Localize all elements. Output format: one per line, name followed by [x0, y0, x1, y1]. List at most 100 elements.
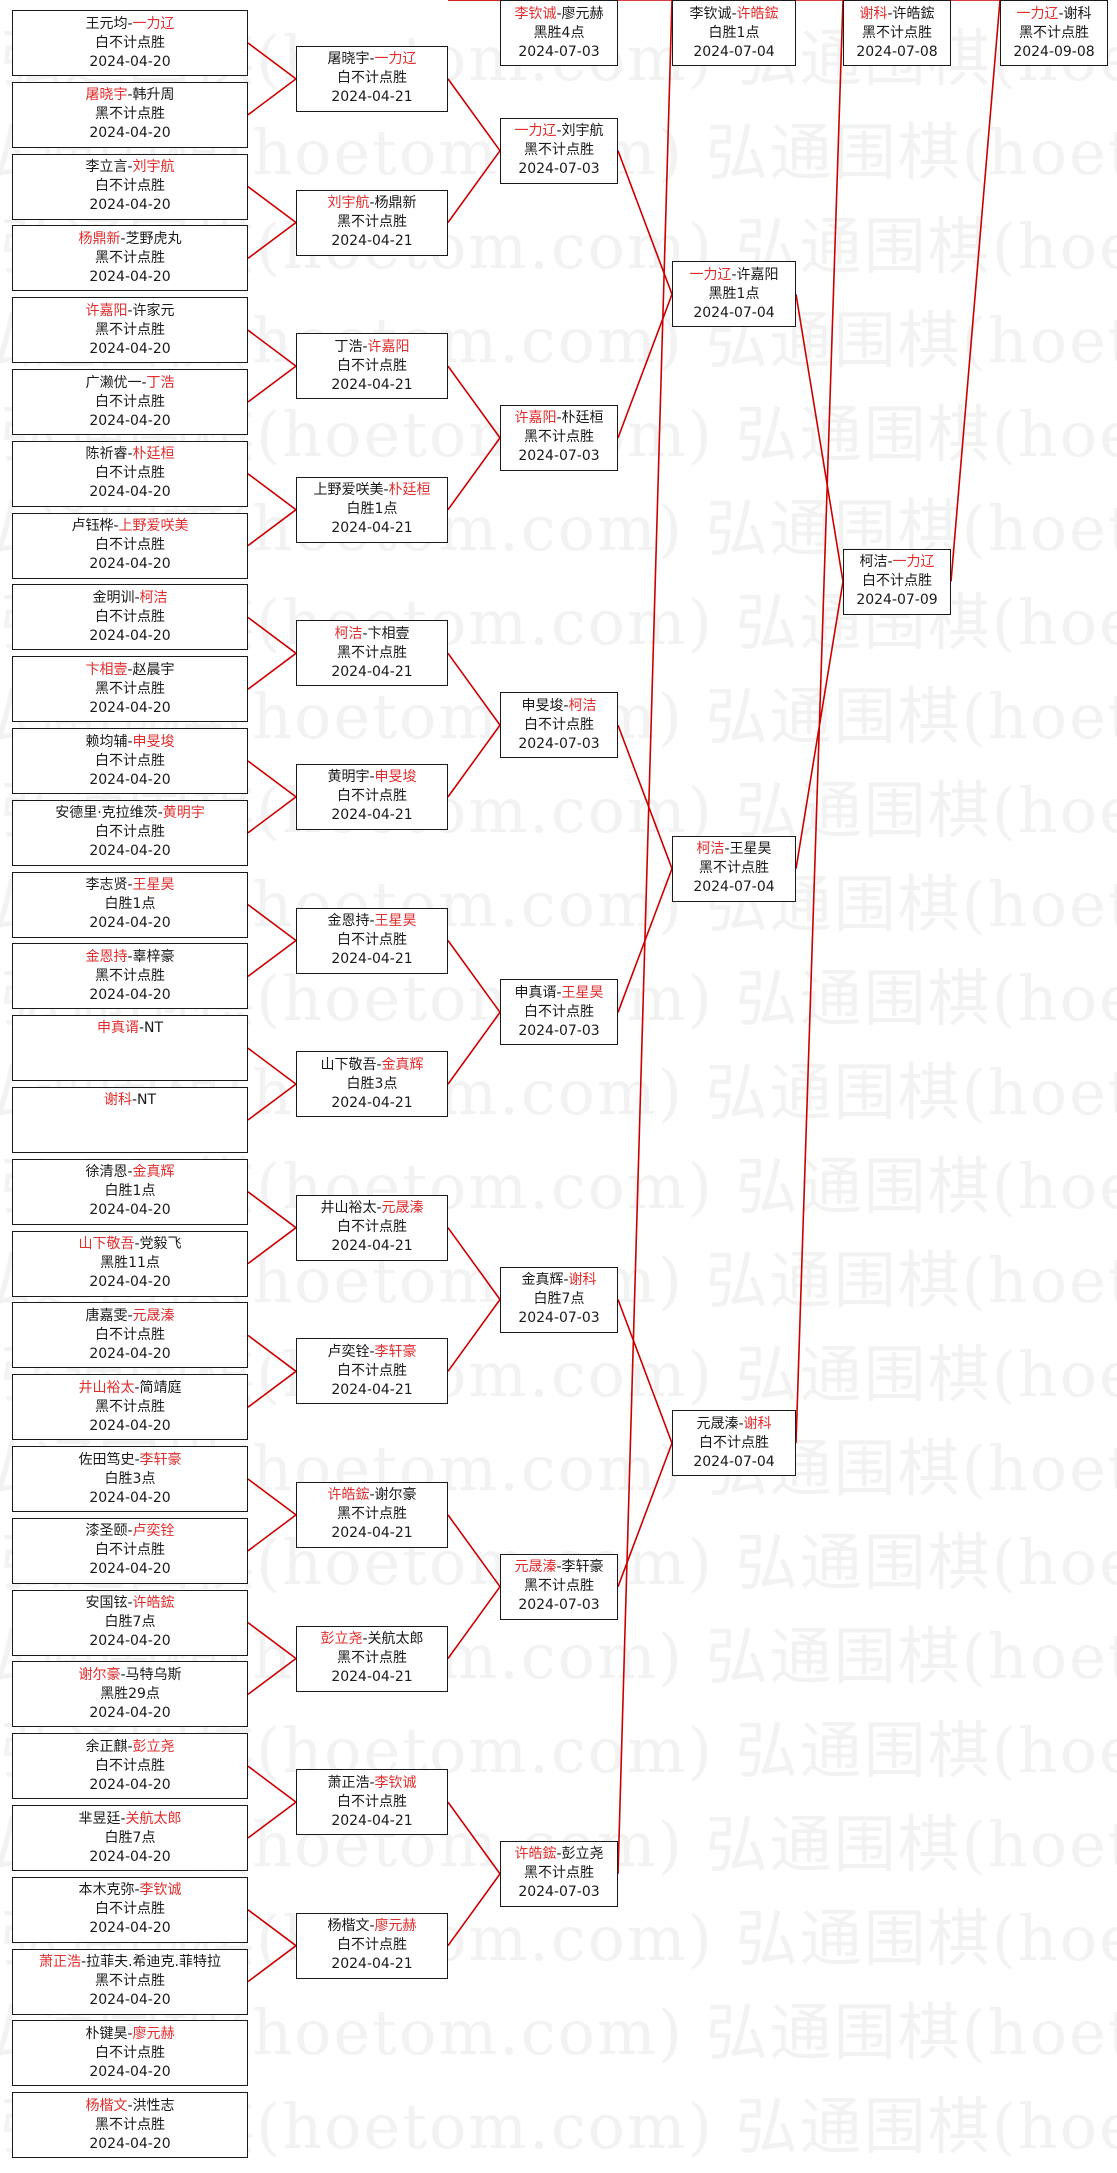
player-separator: -	[887, 5, 893, 22]
match-date: 2024-04-20	[89, 1848, 171, 1865]
match-result: 白不计点胜	[337, 1937, 407, 1954]
bracket-line	[447, 724, 501, 798]
match-date: 2024-07-03	[518, 735, 600, 752]
match-date: 2024-07-03	[518, 1884, 600, 1901]
match-players: 刘宇航-杨鼎新	[327, 194, 416, 213]
player-white: 李轩豪	[139, 1451, 182, 1468]
player-black: 金真辉	[521, 1272, 564, 1288]
match-result: 白胜1点	[346, 501, 398, 518]
player-separator: -	[127, 159, 133, 176]
player-black: 彭立尧	[320, 1631, 363, 1647]
player-white: 许皓鋐	[132, 1595, 175, 1612]
player-separator: -	[369, 1343, 375, 1360]
bracket-line	[247, 329, 297, 367]
player-black: 元晟溱	[696, 1415, 739, 1432]
player-separator: -	[127, 1164, 133, 1181]
match-date: 2024-07-04	[693, 1453, 775, 1470]
match-date: 2024-07-03	[518, 448, 600, 465]
player-separator: -	[127, 2097, 133, 2114]
match-box-round-1: 申真谞-NT	[12, 1015, 248, 1082]
player-black: 许嘉阳	[85, 302, 128, 319]
match-date: 2024-04-20	[89, 2135, 171, 2152]
match-result: 白不计点胜	[95, 34, 165, 51]
player-separator: -	[127, 877, 133, 894]
match-result: 白不计点胜	[95, 465, 165, 482]
match-players: 金恩持-辜梓豪	[85, 948, 174, 967]
player-separator: -	[376, 1056, 382, 1073]
bracket-line	[617, 724, 673, 869]
player-black: 申旻埈	[521, 697, 564, 714]
match-players: 李钦诚-廖元赫	[514, 5, 603, 24]
player-white: 刘宇航	[132, 159, 175, 176]
match-players: 许嘉阳-许家元	[85, 302, 174, 321]
player-black: 王元均	[85, 15, 128, 32]
bracket-line	[247, 1083, 297, 1121]
player-black: 上野爱咲美	[313, 482, 384, 499]
bracket-line	[447, 78, 501, 152]
match-players: 广濑优一-丁浩	[85, 374, 174, 393]
bracket-line	[447, 1586, 501, 1659]
player-black: 金恩持	[327, 913, 370, 929]
player-black: 柯洁	[696, 841, 725, 858]
player-black: 许皓鋐	[327, 1487, 370, 1504]
match-date: 2024-04-20	[89, 1561, 171, 1578]
player-black: 佐田笃史	[78, 1451, 135, 1468]
player-white: 李轩豪	[561, 1559, 604, 1576]
match-players: 赖均辅-申旻埈	[85, 733, 174, 752]
player-black: 金恩持	[85, 948, 128, 965]
player-white: 金真辉	[381, 1056, 424, 1073]
player-black: 刘宇航	[327, 195, 370, 211]
player-separator: -	[556, 410, 562, 427]
match-result: 黑不计点胜	[524, 142, 594, 159]
bracket-line	[247, 473, 297, 511]
match-players: 屠晓宇-韩升周	[85, 86, 174, 105]
player-white: 王星昊	[132, 877, 175, 894]
player-white: 简靖庭	[139, 1379, 182, 1396]
match-players: 元晟溱-谢科	[696, 1415, 771, 1434]
match-result: 黑胜11点	[100, 1255, 160, 1272]
player-white: 柯洁	[139, 589, 168, 606]
match-players: 谢科-许皓鋐	[859, 5, 934, 24]
match-result: 白不计点胜	[95, 824, 165, 841]
match-date: 2024-04-20	[89, 340, 171, 357]
match-date: 2024-04-20	[89, 771, 171, 788]
match-result: 白不计点胜	[337, 1362, 407, 1379]
bracket-line	[247, 221, 297, 260]
match-players: 李志贤-王星昊	[85, 876, 174, 895]
player-black: 一力辽	[689, 266, 732, 283]
bracket-line	[247, 1227, 297, 1265]
player-separator: -	[369, 1774, 375, 1791]
match-result: 黑不计点胜	[95, 1398, 165, 1415]
player-white: 卢奕铨	[132, 1523, 175, 1540]
match-result: 黑胜1点	[708, 285, 760, 302]
player-separator: -	[127, 15, 133, 32]
match-result: 白不计点胜	[95, 1326, 165, 1343]
player-white: 上野爱咲美	[118, 518, 189, 535]
bracket-line	[247, 1191, 297, 1229]
match-players: 柯洁-卞相壹	[334, 625, 409, 644]
match-players: 杨鼎新-芝野虎丸	[78, 230, 181, 249]
match-date: 2024-07-04	[693, 879, 775, 896]
player-black: 芈昱廷	[78, 1810, 121, 1827]
player-black: 安国铉	[85, 1595, 128, 1612]
bracket-line	[247, 1514, 297, 1552]
player-black: 卢钰桦	[71, 518, 114, 535]
match-date: 2024-04-20	[89, 197, 171, 214]
match-result: 白胜1点	[708, 24, 760, 41]
match-players: 李钦诚-许皓鋐	[689, 5, 778, 24]
player-black: 杨鼎新	[78, 230, 121, 247]
